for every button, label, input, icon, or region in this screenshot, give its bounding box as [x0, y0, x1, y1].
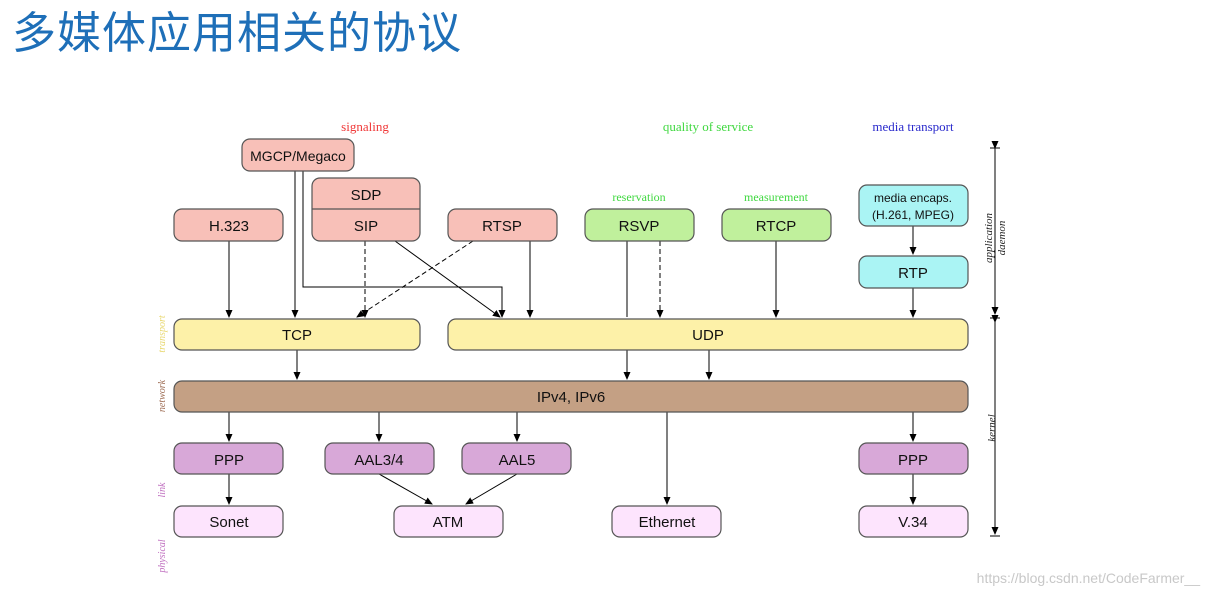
tcp-label: TCP: [282, 327, 312, 344]
udp-label: UDP: [692, 327, 724, 344]
sdp-label: SDP: [351, 187, 382, 204]
tcp-box: [173, 318, 421, 351]
rtp-label: RTP: [898, 265, 928, 282]
layer-label-physical: physical: [157, 539, 168, 574]
layer-label-application: application: [983, 212, 995, 263]
aal34-box: [324, 442, 435, 475]
aal5-box: [461, 442, 572, 475]
sip-to-udp-arrow: [394, 240, 501, 318]
category-signaling: signaling: [341, 119, 389, 134]
connectors: [225, 171, 917, 505]
rtp-box: [858, 255, 969, 289]
rtsp-label: RTSP: [482, 218, 522, 235]
media-encaps-label-1: media encaps.: [874, 191, 952, 205]
media-encaps-box: [858, 184, 969, 227]
category-media-transport: media transport: [872, 119, 954, 134]
layer-label-daemon: daemon: [996, 220, 1008, 255]
ppp-right-label: PPP: [898, 452, 928, 469]
sonet-label: Sonet: [209, 514, 249, 531]
right-brackets: [990, 141, 1000, 537]
sonet-box: [173, 505, 284, 538]
rtsp-to-tcp-arrow: [356, 240, 474, 318]
category-reservation: reservation: [612, 190, 665, 204]
rtcp-box: [721, 208, 832, 242]
rsvp-box: [584, 208, 695, 242]
h323-label: H.323: [209, 218, 249, 235]
aal34-to-atm-arrow: [378, 473, 433, 505]
aal5-label: AAL5: [499, 452, 536, 469]
aal5-to-atm-arrow: [465, 473, 518, 505]
aal34-label: AAL3/4: [354, 452, 403, 469]
watermark-text: https://blog.csdn.net/CodeFarmer__: [976, 570, 1200, 586]
atm-box: [393, 505, 504, 538]
media-encaps-label-2: (H.261, MPEG): [872, 208, 954, 222]
rtcp-label: RTCP: [756, 218, 797, 235]
mgcp-megaco-label: MGCP/Megaco: [250, 148, 346, 164]
layer-label-kernel: kernel: [986, 414, 998, 441]
udp-box: [447, 318, 969, 351]
mgcp-megaco-box: [241, 138, 355, 172]
mgcp-to-udp-arrow: [302, 171, 506, 318]
category-measurement: measurement: [744, 190, 809, 204]
ppp-right-box: [858, 442, 969, 475]
ip-label: IPv4, IPv6: [537, 389, 605, 406]
sip-label: SIP: [354, 218, 378, 235]
atm-label: ATM: [433, 514, 464, 531]
rsvp-label: RSVP: [619, 218, 660, 235]
layer-label-transport: transport: [157, 315, 168, 352]
ethernet-label: Ethernet: [639, 514, 697, 531]
slide-title: 多媒体应用相关的协议: [12, 8, 462, 59]
rtsp-box: [447, 208, 558, 242]
v34-label: V.34: [898, 514, 927, 531]
h323-box: [173, 208, 284, 242]
layer-label-network: network: [157, 379, 168, 412]
ppp-left-box: [173, 442, 284, 475]
layer-label-link: link: [157, 482, 168, 498]
v34-box: [858, 505, 969, 538]
ip-box: [173, 380, 969, 413]
ppp-left-label: PPP: [214, 452, 244, 469]
ethernet-box: [611, 505, 722, 538]
category-quality-of-service: quality of service: [663, 119, 753, 134]
